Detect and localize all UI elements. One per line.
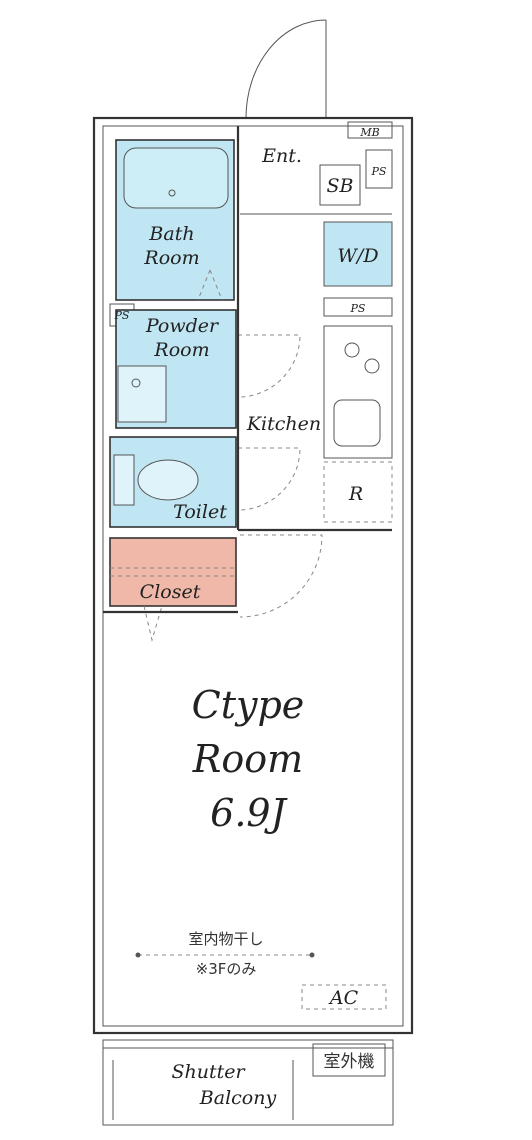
entrance-door bbox=[245, 19, 327, 119]
room-size-label: 6.9J bbox=[210, 791, 287, 835]
washbasin-tap bbox=[131, 378, 141, 388]
powder-label-1: Powder bbox=[145, 315, 220, 337]
ps-left-label: PS bbox=[114, 309, 130, 322]
toilet-tank bbox=[113, 454, 135, 506]
bath-label-2: Room bbox=[143, 247, 199, 269]
closet bbox=[109, 537, 237, 642]
sb-label: SB bbox=[327, 175, 354, 197]
toilet-room bbox=[109, 436, 301, 528]
counter bbox=[323, 325, 393, 459]
ent-label: Ent. bbox=[261, 145, 302, 167]
interior-walls bbox=[103, 126, 392, 614]
drying-label: 室内物干し bbox=[188, 930, 263, 948]
ps-top-box bbox=[365, 149, 393, 189]
ps-top-label: PS bbox=[371, 165, 387, 178]
drying-rod bbox=[135, 952, 315, 958]
sink bbox=[333, 399, 381, 447]
balcony bbox=[102, 1039, 394, 1126]
mb-label: MB bbox=[359, 126, 379, 139]
outer-walls bbox=[92, 116, 414, 1035]
washbasin bbox=[117, 365, 167, 423]
bathtub-drain bbox=[168, 189, 176, 197]
bathtub bbox=[123, 147, 229, 209]
bath-label-1: Bath bbox=[148, 223, 194, 245]
kitchen-area bbox=[239, 221, 393, 618]
powder-room bbox=[115, 309, 301, 429]
kitchen-label: Kitchen bbox=[246, 413, 321, 435]
wd-label: W/D bbox=[337, 245, 378, 267]
entrance-area bbox=[240, 121, 393, 215]
bath-room bbox=[115, 139, 235, 301]
toilet-bowl bbox=[137, 459, 199, 501]
mb-box bbox=[347, 121, 393, 139]
refrigerator-label: R bbox=[348, 483, 363, 505]
drying-note-label: ※3Fのみ bbox=[196, 960, 257, 978]
burner-1 bbox=[344, 342, 360, 358]
closet-label: Closet bbox=[140, 581, 201, 603]
closet-fill bbox=[109, 537, 237, 607]
shutter-label: Shutter bbox=[171, 1061, 246, 1083]
room-label: Room bbox=[192, 737, 303, 781]
ps-mid-box bbox=[323, 297, 393, 317]
ac-box bbox=[301, 984, 387, 1010]
room-type-label: Ctype bbox=[192, 683, 305, 727]
outdoor-unit-box bbox=[312, 1043, 386, 1077]
outdoor-unit-label: 室外機 bbox=[324, 1052, 375, 1072]
ac-label: AC bbox=[328, 987, 359, 1009]
balcony-label: Balcony bbox=[199, 1087, 277, 1109]
sb-box bbox=[319, 164, 361, 206]
fridge-box bbox=[323, 461, 393, 523]
washer-dryer-box bbox=[323, 221, 393, 287]
toilet-label: Toilet bbox=[173, 501, 227, 523]
powder-label-2: Room bbox=[153, 339, 209, 361]
burner-2 bbox=[364, 358, 380, 374]
ps-mid-label: PS bbox=[350, 302, 366, 315]
